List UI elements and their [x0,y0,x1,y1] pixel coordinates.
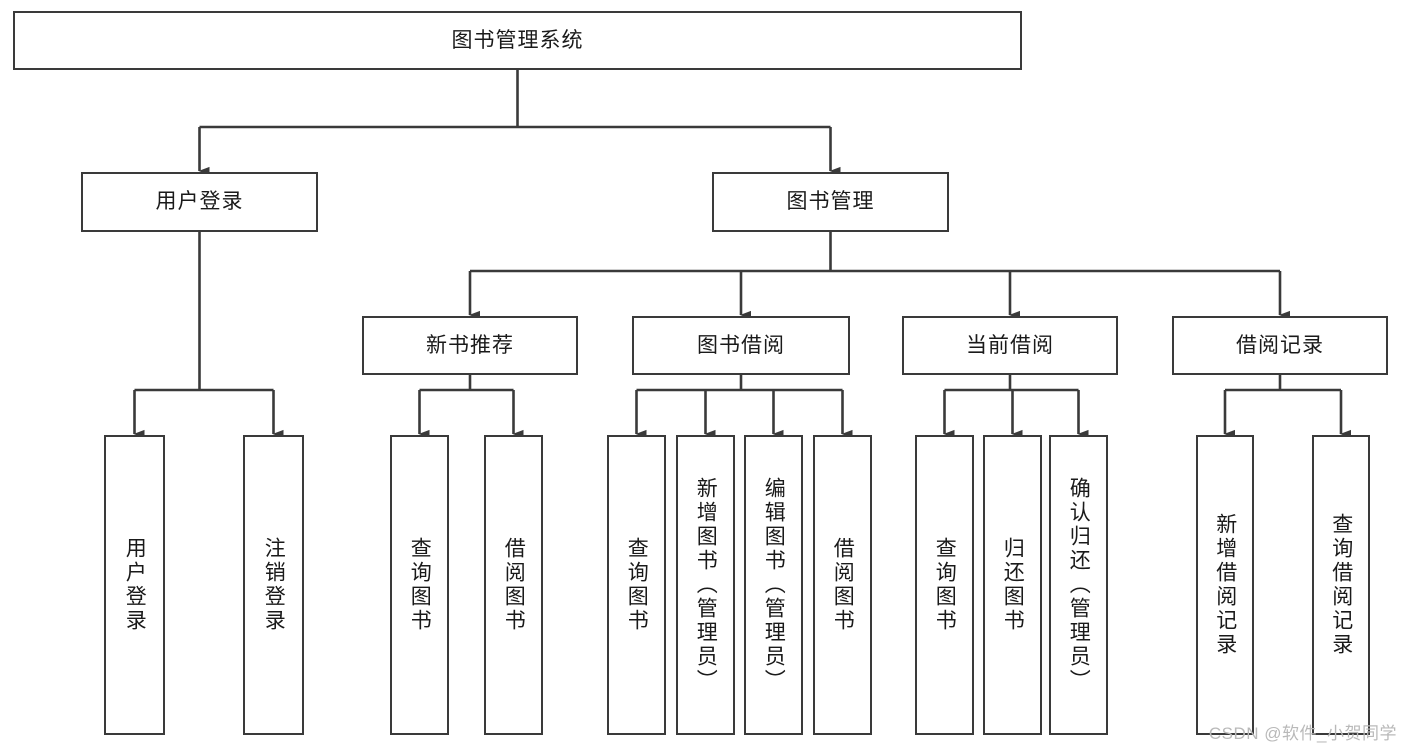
node-leaf-user-logout[interactable]: 注销登录 [243,435,304,735]
node-book-manage[interactable]: 图书管理 [712,172,949,232]
node-label: 注销登录 [262,537,286,633]
node-label: 查询图书 [625,537,649,633]
node-leaf-confirm-return[interactable]: 确认归还（管理员） [1049,435,1108,735]
node-label: 新增借阅记录 [1213,513,1237,657]
node-label: 图书借阅 [697,333,785,357]
node-label: 归还图书 [1001,537,1025,633]
node-leaf-borrow-book-1[interactable]: 借阅图书 [484,435,543,735]
node-leaf-query-book-2[interactable]: 查询图书 [607,435,666,735]
node-label: 借阅记录 [1236,333,1324,357]
node-leaf-query-record[interactable]: 查询借阅记录 [1312,435,1370,735]
node-label: 图书管理 [786,190,875,214]
node-label: 用户登录 [123,537,147,633]
node-leaf-query-book-1[interactable]: 查询图书 [390,435,449,735]
node-label: 查询借阅记录 [1329,513,1353,657]
node-label: 新增图书（管理员） [694,477,718,693]
node-label: 新书推荐 [426,333,514,357]
node-root[interactable]: 图书管理系统 [13,11,1022,70]
node-leaf-add-book[interactable]: 新增图书（管理员） [676,435,735,735]
node-label: 查询图书 [408,537,432,633]
node-borrow-record[interactable]: 借阅记录 [1172,316,1388,375]
node-label: 当前借阅 [966,333,1054,357]
node-label: 编辑图书（管理员） [762,477,786,693]
node-user-login[interactable]: 用户登录 [81,172,318,232]
node-leaf-add-record[interactable]: 新增借阅记录 [1196,435,1254,735]
node-label: 借阅图书 [502,537,526,633]
node-current-borrow[interactable]: 当前借阅 [902,316,1118,375]
node-leaf-return-book[interactable]: 归还图书 [983,435,1042,735]
node-leaf-edit-book[interactable]: 编辑图书（管理员） [744,435,803,735]
node-book-borrow[interactable]: 图书借阅 [632,316,850,375]
node-leaf-borrow-book-2[interactable]: 借阅图书 [813,435,872,735]
node-label: 用户登录 [155,190,244,214]
watermark-text: CSDN @软件_小贺同学 [1208,724,1397,743]
node-leaf-user-login[interactable]: 用户登录 [104,435,165,735]
node-label: 确认归还（管理员） [1067,477,1091,693]
node-new-book-rec[interactable]: 新书推荐 [362,316,578,375]
node-label: 图书管理系统 [451,28,584,52]
node-label: 借阅图书 [831,537,855,633]
node-leaf-query-book-3[interactable]: 查询图书 [915,435,974,735]
node-label: 查询图书 [933,537,957,633]
